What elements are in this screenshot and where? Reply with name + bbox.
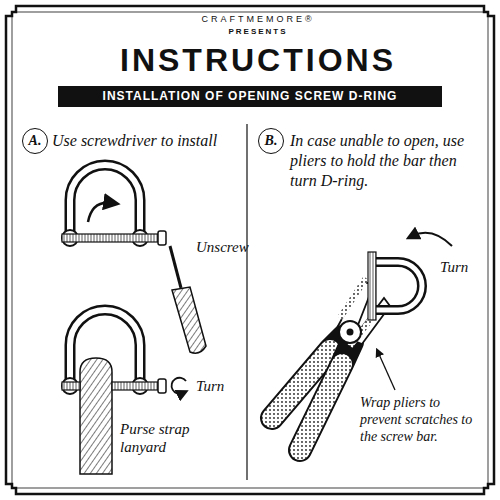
step-badge: A. (22, 128, 48, 154)
title: INSTRUCTIONS (8, 42, 500, 78)
brand-sub: PRESENTS (8, 27, 500, 37)
step-badge: B. (258, 128, 284, 154)
node-text: B. (265, 133, 278, 149)
node-text: A. (29, 133, 42, 149)
action-label: Turn (196, 377, 224, 395)
action-label: Turn (440, 258, 468, 276)
note: Wrap pliers to prevent scratches to the … (360, 394, 482, 445)
step-text: Use screwdriver to install (52, 131, 242, 150)
brand: CRAFTMEMORE® (8, 14, 500, 25)
part-label: Purse strap lanyard (120, 420, 215, 456)
banner: INSTALLATION OF OPENING SCREW D-RING (58, 86, 442, 107)
node-text: INSTALLATION OF OPENING SCREW D-RING (64, 89, 436, 104)
step-text: In case unable to open, use pliers to ho… (290, 131, 482, 191)
action-label: Unscrew (196, 238, 249, 256)
